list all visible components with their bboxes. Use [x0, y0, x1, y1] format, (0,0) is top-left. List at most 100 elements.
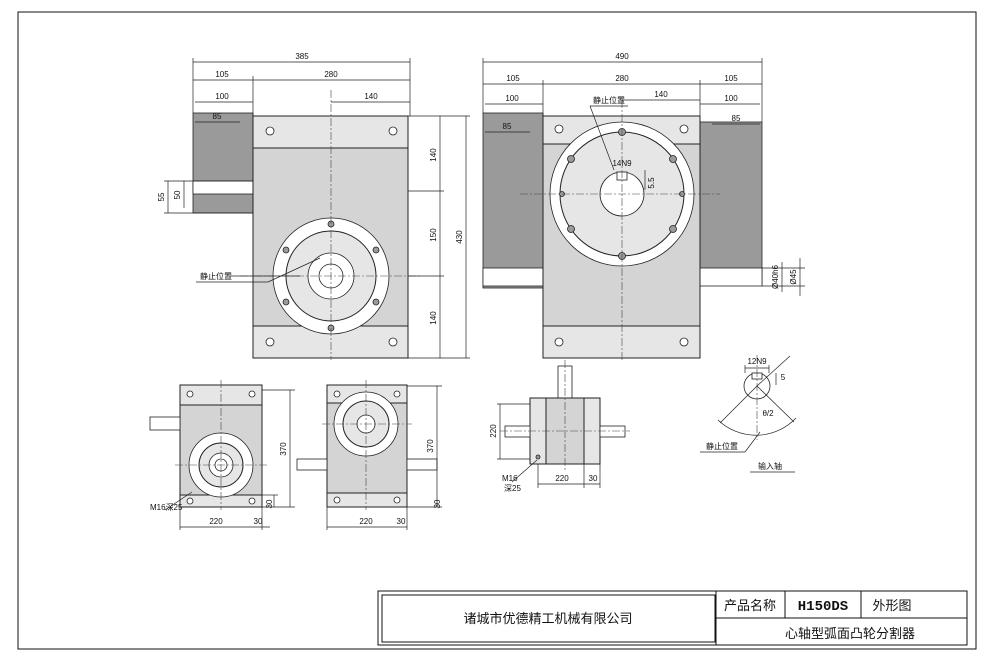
left-shaft: [504, 425, 531, 438]
dim-text: 490: [615, 52, 629, 61]
dim-text: 5.5: [647, 177, 656, 189]
bolt-label: M16: [502, 474, 518, 483]
bolt-hole: [388, 126, 398, 136]
product-name: 心轴型弧面凸轮分割器: [785, 626, 915, 641]
bolt-hole: [679, 124, 689, 134]
dim-text: 220: [489, 424, 498, 438]
dim-text: 85: [732, 114, 741, 123]
dim-text: 220: [209, 517, 223, 526]
top-right-view: 490 105 280 105 100 140 100 85 85 14N9 5…: [482, 52, 805, 362]
bolt-hole: [554, 124, 564, 134]
bolt-hole: [567, 225, 575, 233]
dim-text: 85: [213, 112, 222, 121]
detail-view: 12N9 5 θ/2 静止位置 输入轴: [700, 355, 797, 473]
dim-text: 150: [429, 228, 438, 242]
bolt-hole: [333, 496, 341, 504]
bolt-hole: [282, 246, 290, 254]
dim-text: 55: [157, 192, 166, 201]
left-shaft: [296, 458, 328, 471]
dim-text: 140: [654, 90, 668, 99]
bolt-hole: [282, 298, 290, 306]
dim-text: 430: [455, 230, 464, 244]
company-name: 诸城市优德精工机械有限公司: [463, 611, 632, 626]
bolt-hole: [265, 126, 275, 136]
dim-text: 50: [173, 190, 182, 199]
dim-text: 105: [724, 74, 738, 83]
dim-text: 30: [589, 474, 598, 483]
company-box: [381, 594, 716, 643]
dim-text: Ø45: [789, 269, 798, 285]
bolt-hole: [679, 337, 689, 347]
dim-text: 140: [429, 148, 438, 162]
rest-position-note: 静止位置: [593, 95, 625, 105]
input-shaft: [192, 180, 254, 195]
dim-text: 30: [254, 517, 263, 526]
bolt-hole: [388, 337, 398, 347]
dim-text: 100: [724, 94, 738, 103]
bolt-hole: [669, 155, 677, 163]
bolt-label: M16深25: [150, 503, 183, 512]
dim-text: 100: [215, 92, 229, 101]
right-shaft: [406, 458, 438, 471]
dim-text: 370: [279, 442, 288, 456]
right-housing: [699, 121, 763, 285]
dim-text: 280: [324, 70, 338, 79]
side-housing: [192, 112, 254, 214]
bolt-hole: [186, 497, 194, 505]
bolt-hole: [248, 497, 256, 505]
dim-text: 30: [265, 499, 274, 508]
title-block: 诸城市优德精工机械有限公司 产品名称 H150DS 外形图 心轴型弧面凸轮分割器: [377, 590, 968, 646]
dim-text: 85: [503, 122, 512, 131]
bottom-plate: [542, 325, 701, 359]
rest-position-label: 静止位置: [706, 441, 738, 451]
dim-text: 5: [781, 373, 786, 382]
bolt-hole: [265, 337, 275, 347]
dim-text: Ø40h6: [771, 264, 780, 289]
bolt-hole: [669, 225, 677, 233]
dim-text: 105: [506, 74, 520, 83]
bolt-hole: [535, 454, 541, 460]
model-number: H150DS: [798, 599, 848, 615]
dim-text: 100: [505, 94, 519, 103]
dim-text: 280: [615, 74, 629, 83]
drawing-type: 外形图: [872, 598, 911, 613]
bolt-hole: [372, 246, 380, 254]
bolt-hole: [393, 390, 401, 398]
dim-text: 220: [555, 474, 569, 483]
right-shaft: [599, 425, 626, 438]
dim-text: 14N9: [612, 159, 632, 168]
dim-text: 220: [359, 517, 373, 526]
rest-position-note: 静止位置: [200, 271, 232, 281]
left-housing: [482, 112, 544, 289]
bottom-plate: [326, 492, 408, 508]
left-shaft: [482, 267, 544, 287]
dim-text: 12N9: [747, 357, 767, 366]
drawing-frame: [17, 11, 977, 650]
bolt-hole: [393, 496, 401, 504]
dim-text: 30: [433, 499, 442, 508]
side-shaft: [149, 416, 181, 431]
dim-text: 370: [426, 439, 435, 453]
bolt-label: 深25: [504, 484, 521, 493]
bolt-hole: [372, 298, 380, 306]
bolt-hole: [333, 390, 341, 398]
bottom-mid-view: 370 220 30 30: [296, 380, 442, 530]
top-plate: [252, 115, 409, 149]
bolt-hole: [567, 155, 575, 163]
bottom-left-view: 370 220 30 30 M16深25: [149, 380, 295, 530]
dim-text: 140: [429, 311, 438, 325]
bolt-hole: [248, 390, 256, 398]
dim-text: 105: [215, 70, 229, 79]
right-shaft: [699, 267, 763, 287]
bolt-hole: [186, 390, 194, 398]
dim-text: 385: [295, 52, 309, 61]
dim-text: 30: [397, 517, 406, 526]
bolt-hole: [554, 337, 564, 347]
dim-text: 140: [364, 92, 378, 101]
input-shaft-label: 输入轴: [758, 461, 782, 471]
product-label: 产品名称: [724, 598, 776, 613]
bottom-right-view: 220 220 30 M16 深25: [489, 360, 630, 493]
top-left-view: 385 105 280 100 140 85 55 50 140 150 140…: [157, 52, 470, 360]
dim-text: θ/2: [762, 409, 774, 418]
